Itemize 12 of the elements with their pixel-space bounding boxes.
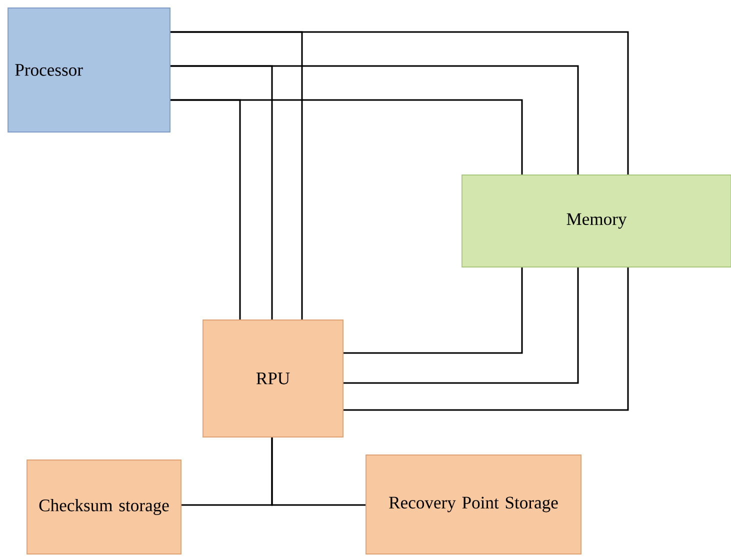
connector-line <box>170 31 303 320</box>
process-box: Memory <box>462 174 731 268</box>
connector-line <box>343 267 629 411</box>
process-box: Checksum storage <box>26 460 182 554</box>
connector-line <box>343 267 523 354</box>
connector-line <box>271 437 366 506</box>
connector-line <box>170 65 273 320</box>
connector-line <box>343 267 579 384</box>
process-box: Recovery Point Storage <box>366 454 582 554</box>
process-box: RPU <box>202 320 344 438</box>
process-box: Processor <box>8 8 170 132</box>
connector-line <box>170 99 241 320</box>
